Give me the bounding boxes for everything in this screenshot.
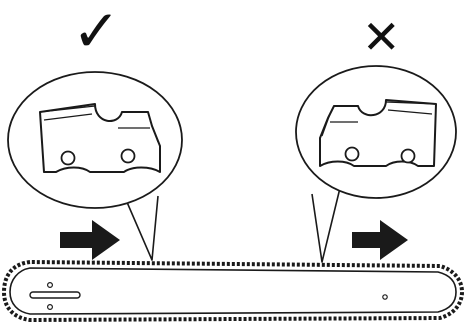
rivet-left-a <box>60 150 76 166</box>
chain-link-incorrect <box>319 99 437 167</box>
rivet-left-b <box>120 148 136 164</box>
guide-bar <box>2 260 464 322</box>
rivet-right-b <box>400 148 416 164</box>
bar-slot <box>29 291 81 299</box>
cross-mark-icon: ✕ <box>362 10 401 64</box>
rivet-right-a <box>344 146 360 162</box>
callout-incorrect <box>295 65 457 263</box>
bar-hole-lower <box>46 304 53 311</box>
bar-rivet <box>382 294 388 300</box>
chain-link-correct <box>39 103 161 173</box>
right-arrow-icon <box>352 220 408 260</box>
check-mark-icon: ✓ <box>72 0 121 65</box>
cutter-edge-right <box>321 101 437 137</box>
cutter-edge-left <box>39 105 159 143</box>
callout-pointer-right <box>311 187 341 263</box>
bar-hole-upper <box>46 282 53 289</box>
guide-bar-body <box>9 267 457 315</box>
right-arrow-icon <box>60 220 120 260</box>
callout-correct <box>7 71 183 261</box>
callout-pointer-left <box>119 185 159 261</box>
